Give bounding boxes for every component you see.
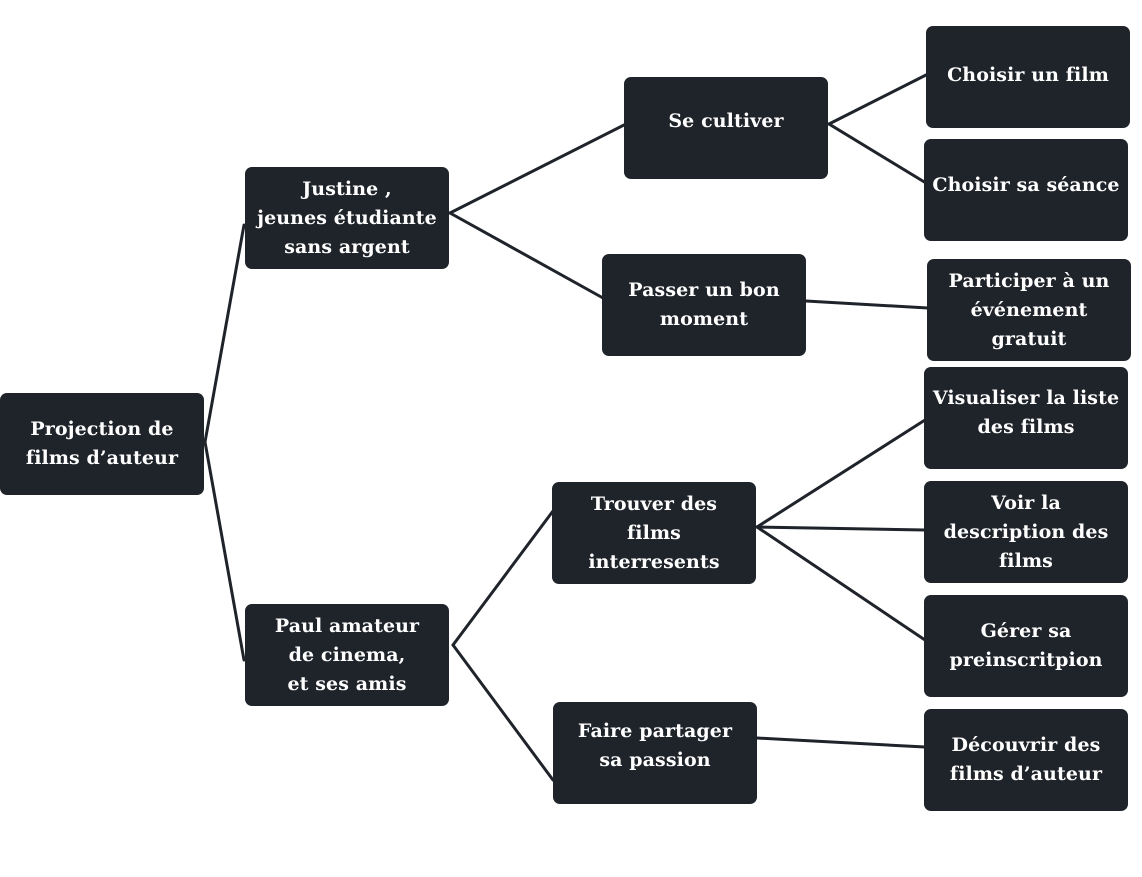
goal-trouver-films-label: Trouver des films interresents <box>588 492 720 573</box>
connector-paul-trouver <box>451 509 555 647</box>
persona-node-paul: Paul amateur de cinema, et ses amis <box>245 604 449 706</box>
root-node-projection: Projection de films d’auteur <box>0 393 204 495</box>
goal-node-trouver-films: Trouver des films interresents <box>552 482 756 584</box>
action-participer-evenement-label: Participer à un événement gratuit <box>948 269 1110 350</box>
goal-passer-bon-moment-label: Passer un bon moment <box>628 279 780 330</box>
persona-node-justine: Justine , jeunes étudiante sans argent <box>245 167 449 269</box>
action-gerer-preinscription-label: Gérer sa preinscritpion <box>949 620 1103 671</box>
connector-trouver-visualiser <box>755 418 927 529</box>
action-node-choisir-film: Choisir un film <box>926 26 1130 128</box>
connector-cultiver-choisir-seance <box>827 122 928 185</box>
connector-trouver-preinscription <box>755 525 927 642</box>
goal-se-cultiver-label: Se cultiver <box>668 109 784 132</box>
goal-node-faire-partager: Faire partager sa passion <box>553 702 757 804</box>
action-node-choisir-seance: Choisir sa séance <box>924 139 1128 241</box>
action-choisir-film-label: Choisir un film <box>947 63 1109 86</box>
action-node-participer-evenement: Participer à un événement gratuit <box>927 259 1131 361</box>
goal-node-passer-bon-moment: Passer un bon moment <box>602 254 806 356</box>
connector-partager-decouvrir <box>755 736 927 749</box>
action-voir-description-label: Voir la description des films <box>943 491 1109 572</box>
action-choisir-seance-label: Choisir sa séance <box>932 173 1120 196</box>
goal-faire-partager-label: Faire partager sa passion <box>577 720 733 771</box>
connector-root-paul <box>203 440 246 662</box>
action-node-gerer-preinscription: Gérer sa preinscritpion <box>924 595 1128 697</box>
root-node-label: Projection de films d’auteur <box>25 418 179 469</box>
persona-paul-label: Paul amateur de cinema, et ses amis <box>274 614 420 695</box>
action-node-decouvrir-films: Découvrir des films d’auteur <box>924 709 1128 811</box>
connector-justine-se-cultiver <box>448 123 626 215</box>
action-node-voir-description: Voir la description des films <box>924 481 1128 583</box>
action-visualiser-liste-label: Visualiser la liste des films <box>932 387 1120 438</box>
connector-cultiver-choisir-film <box>827 73 928 126</box>
connector-bon-moment-evenement <box>804 299 930 310</box>
persona-justine-label: Justine , jeunes étudiante sans argent <box>257 177 437 258</box>
connector-root-justine <box>203 223 246 444</box>
connector-justine-bon-moment <box>448 211 605 300</box>
action-decouvrir-films-label: Découvrir des films d’auteur <box>949 734 1103 785</box>
connector-trouver-description <box>755 525 927 532</box>
goal-node-se-cultiver: Se cultiver <box>624 77 828 179</box>
action-node-visualiser-liste: Visualiser la liste des films <box>924 367 1128 469</box>
connector-paul-partager <box>451 643 555 782</box>
